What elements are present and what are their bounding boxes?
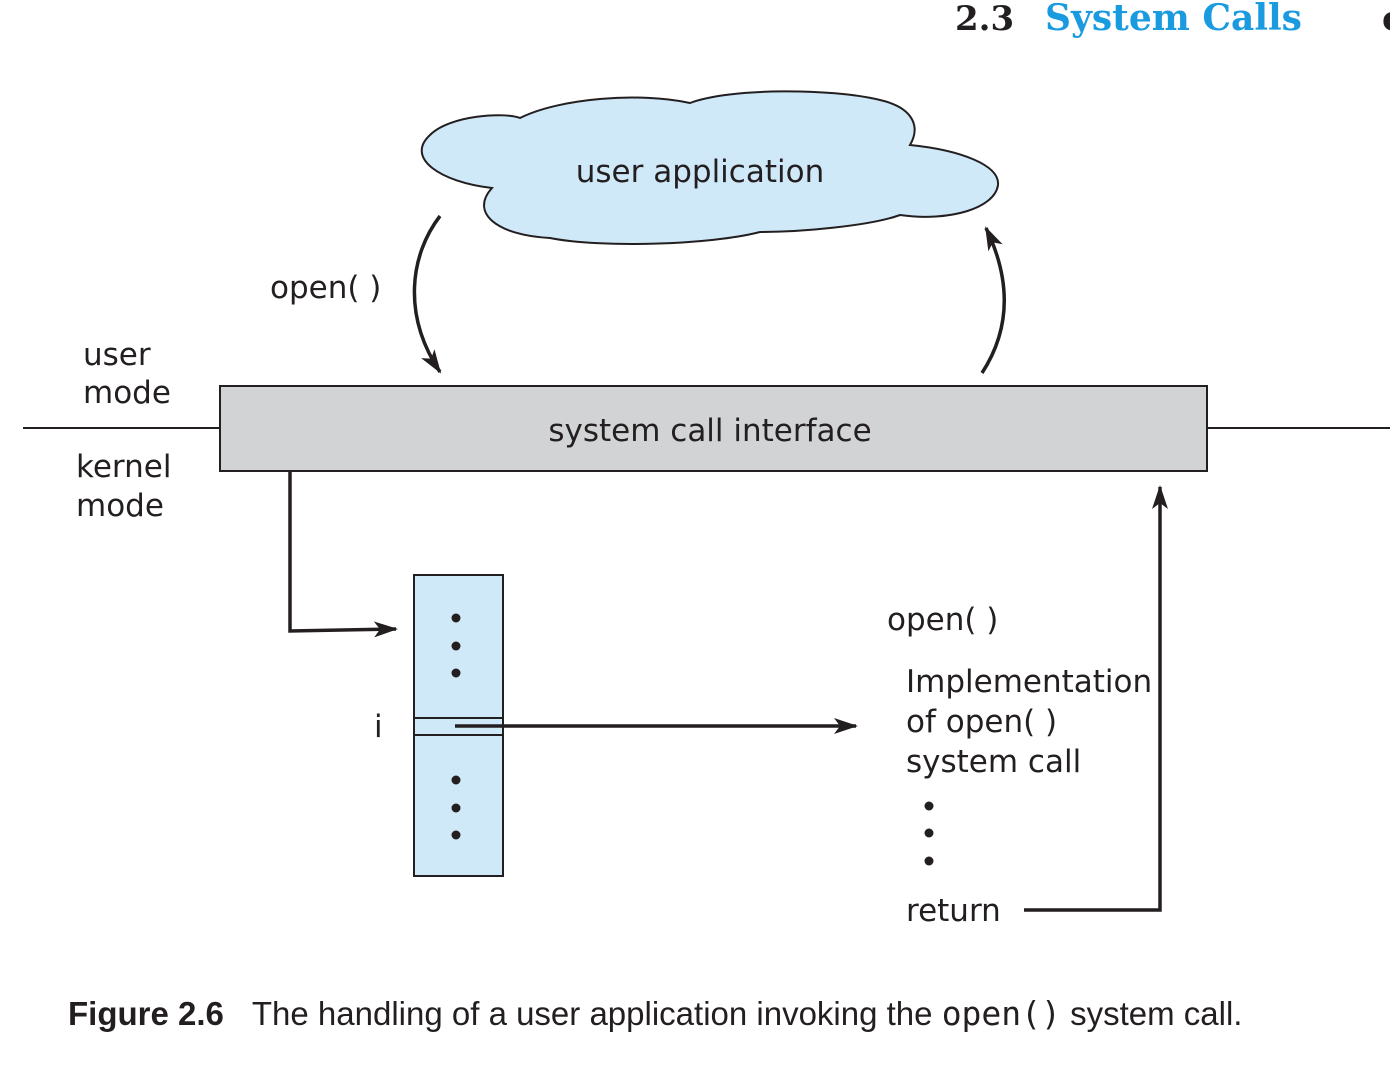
table-ellipsis-dot — [451, 668, 461, 678]
caption-text-after: system call. — [1060, 995, 1243, 1032]
figure-caption: Figure 2.6 The handling of a user applica… — [68, 994, 1378, 1033]
table-ellipsis-dot — [451, 641, 461, 651]
kernel-mode-label-line1: kernel — [76, 449, 171, 485]
table-ellipsis-dot — [451, 613, 461, 623]
user-mode-label-line1: user — [83, 337, 151, 373]
open-call-arrow — [412, 214, 442, 374]
return-label: return — [906, 893, 1001, 929]
table-index-label: i — [374, 709, 383, 745]
implementation-open-label: open( ) — [887, 602, 998, 638]
figure-number: Figure 2.6 — [68, 995, 224, 1032]
implementation-line1: Implementation — [906, 664, 1152, 700]
section-title: System Calls — [1045, 0, 1302, 39]
user-application-cloud — [420, 90, 1000, 245]
return-to-app-arrow — [980, 226, 1007, 374]
interface-to-table-arrow — [288, 472, 398, 638]
implementation-ellipsis-dot — [924, 856, 934, 866]
implementation-line2: of open( ) — [906, 704, 1057, 740]
implementation-line3: system call — [906, 744, 1081, 780]
table-ellipsis-dot — [451, 830, 461, 840]
kernel-mode-label-line2: mode — [76, 488, 164, 524]
user-mode-label-line2: mode — [83, 375, 171, 411]
table-ellipsis-dot — [451, 803, 461, 813]
caption-text-before: The handling of a user application invok… — [251, 995, 942, 1032]
caption-code: open() — [941, 994, 1061, 1033]
implementation-ellipsis-dot — [924, 828, 934, 838]
open-call-label: open( ) — [270, 270, 381, 306]
system-call-interface-label: system call interface — [548, 413, 871, 449]
return-to-interface-arrow — [1024, 485, 1168, 912]
cut-header-glyph: c — [1382, 0, 1390, 39]
table-ellipsis-dot — [451, 775, 461, 785]
user-application-label: user application — [576, 154, 824, 190]
section-number: 2.3 — [955, 0, 1014, 39]
system-call-interface-box — [219, 385, 1208, 472]
implementation-ellipsis-dot — [924, 801, 934, 811]
